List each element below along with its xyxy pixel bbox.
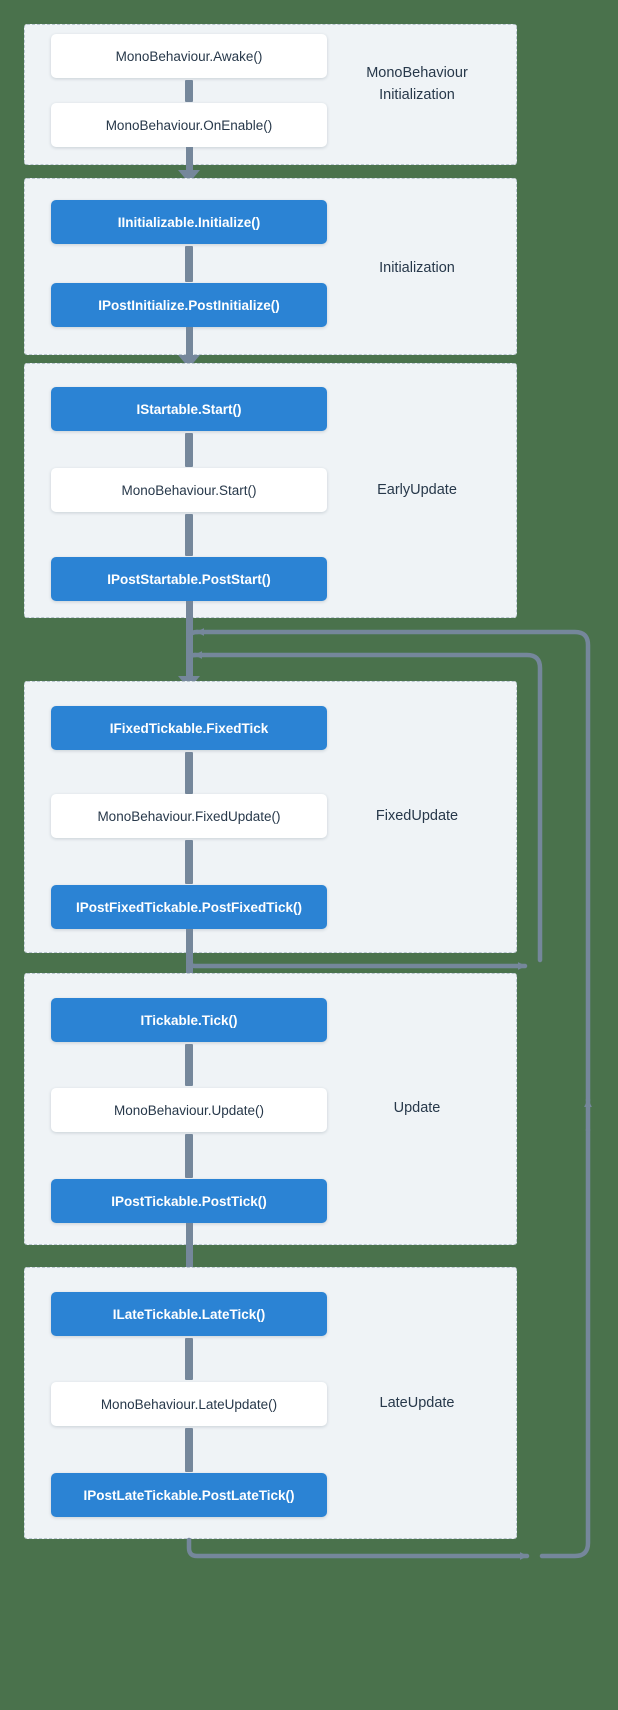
node-mb-lateupdate: MonoBehaviour.LateUpdate() (51, 1382, 327, 1426)
connector-tick-to-mbupdate (185, 1044, 193, 1086)
connector-mbfixedupdate-to-postfixedtick (185, 840, 193, 884)
node-ipostinitialize-postinitialize: IPostInitialize.PostInitialize() (51, 283, 327, 327)
connector-mblateupdate-to-postlatetick (185, 1428, 193, 1472)
node-ipostfixedtickable-postfixedtick: IPostFixedTickable.PostFixedTick() (51, 885, 327, 929)
node-mb-onenable: MonoBehaviour.OnEnable() (51, 103, 327, 147)
connector-mbupdate-to-posttick (185, 1134, 193, 1178)
node-mb-update: MonoBehaviour.Update() (51, 1088, 327, 1132)
flow-arrow-init-line (185, 147, 193, 173)
node-mb-fixedupdate: MonoBehaviour.FixedUpdate() (51, 794, 327, 838)
connector-mbstart-to-poststart (185, 514, 193, 556)
node-mb-awake: MonoBehaviour.Awake() (51, 34, 327, 78)
flow-arrow-update-line (185, 929, 193, 976)
connector-awake-to-onenable (185, 80, 193, 102)
flow-arrow-late-line (185, 1223, 193, 1270)
node-ilatetickable-latetick: ILateTickable.LateTick() (51, 1292, 327, 1336)
connector-latetick-to-mblateupdate (185, 1338, 193, 1380)
node-ifixedtickable-fixedtick: IFixedTickable.FixedTick (51, 706, 327, 750)
connector-start-to-mbstart (185, 433, 193, 467)
node-iposttickable-posttick: IPostTickable.PostTick() (51, 1179, 327, 1223)
node-ipoststartable-poststart: IPostStartable.PostStart() (51, 557, 327, 601)
node-ipostlatetickable-postlatetick: IPostLateTickable.PostLateTick() (51, 1473, 327, 1517)
node-mb-start: MonoBehaviour.Start() (51, 468, 327, 512)
connector-initialize-to-postinitialize (185, 246, 193, 282)
connector-fixedtick-to-mbfixedupdate (185, 752, 193, 794)
node-iinitializable-initialize: IInitializable.Initialize() (51, 200, 327, 244)
flow-arrow-fixed-line (185, 601, 193, 681)
flow-arrow-early-line (185, 327, 193, 357)
node-itickable-tick: ITickable.Tick() (51, 998, 327, 1042)
node-istartable-start: IStartable.Start() (51, 387, 327, 431)
